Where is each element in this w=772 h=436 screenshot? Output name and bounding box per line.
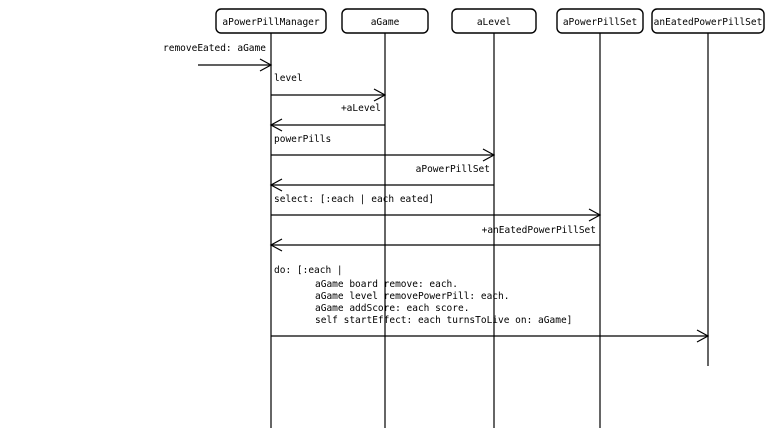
arrowhead-icon	[696, 329, 710, 343]
message-label-line: aGame board remove: each.	[315, 279, 458, 290]
message-do-block: do: [:each | aGame board remove: each. a…	[271, 265, 710, 343]
arrowhead-icon	[482, 148, 496, 162]
message-label-line: do: [:each |	[274, 265, 343, 276]
message-select: select: [:each | each eated]	[271, 194, 602, 222]
message-label-line: self startEffect: each turnsToLive on: a…	[315, 315, 572, 326]
arrowhead-icon	[269, 178, 283, 192]
message-label: +anEatedPowerPillSet	[482, 225, 596, 236]
arrowhead-icon	[259, 58, 273, 72]
arrowhead-icon	[373, 88, 387, 102]
participant-label: aGame	[371, 17, 400, 28]
message-return-alevel: +aLevel	[269, 103, 385, 132]
participant-apowerpillmanager: aPowerPillManager	[215, 8, 327, 34]
arrowhead-icon	[269, 118, 283, 132]
message-label-line: aGame level removePowerPill: each.	[315, 291, 509, 302]
message-label-line: aGame addScore: each score.	[315, 303, 469, 314]
message-label: powerPills	[274, 134, 331, 145]
participant-aneatedpowerpillset: anEatedPowerPillSet	[651, 8, 765, 34]
message-label: +aLevel	[341, 103, 381, 114]
participant-label: aPowerPillManager	[222, 17, 320, 28]
message-return-aneatedpowerpillset: +anEatedPowerPillSet	[269, 225, 600, 252]
message-return-apowerpillset: aPowerPillSet	[269, 164, 494, 192]
message-label: level	[274, 73, 303, 84]
participant-label: anEatedPowerPillSet	[654, 17, 763, 28]
arrowhead-icon	[269, 238, 283, 252]
arrowhead-icon	[588, 208, 602, 222]
participant-agame: aGame	[341, 8, 429, 34]
participant-label: aLevel	[477, 17, 511, 28]
participant-alevel: aLevel	[451, 8, 537, 34]
message-level: level	[271, 73, 387, 102]
message-removeeated: removeEated: aGame	[163, 43, 273, 72]
message-powerpills: powerPills	[271, 134, 496, 162]
participant-apowerpillset: aPowerPillSet	[556, 8, 644, 34]
message-label: select: [:each | each eated]	[274, 194, 434, 205]
message-label: removeEated: aGame	[163, 43, 266, 54]
participant-label: aPowerPillSet	[563, 17, 637, 28]
message-label: aPowerPillSet	[416, 164, 490, 175]
